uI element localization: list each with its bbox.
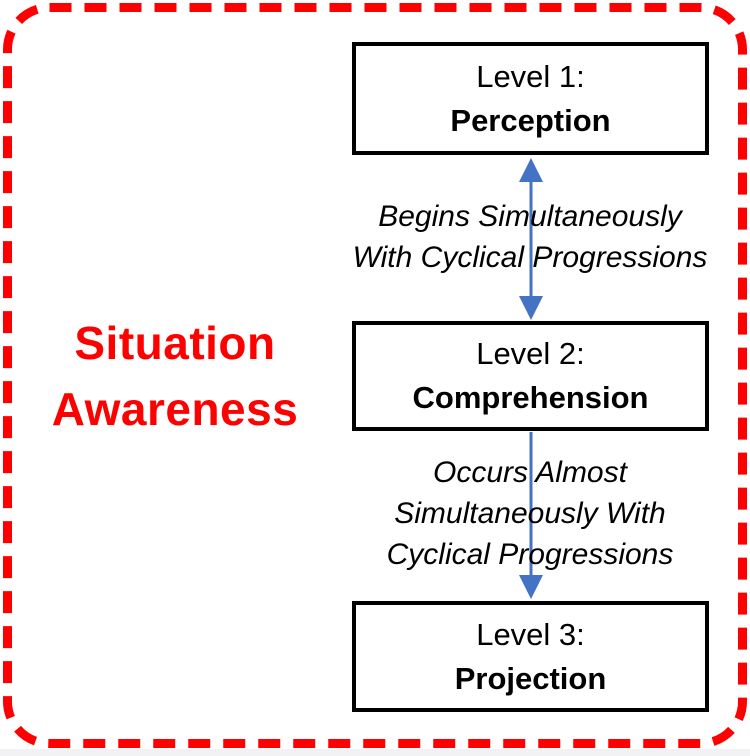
bottom-edge-strip [0, 749, 750, 756]
diagram-title-line-2: Awareness [51, 383, 299, 435]
level-2-name: Comprehension [412, 380, 649, 415]
annotation-1-line-2: With Cyclical Progressions [352, 241, 708, 274]
double-arrow-icon [519, 158, 543, 320]
level-3-name: Projection [454, 660, 607, 696]
annotation-2-line-2: Simultaneously With [394, 497, 666, 530]
level-2-label: Level 2: [476, 336, 585, 371]
level-3-box: Level 3: Projection [352, 601, 709, 712]
level-1-label: Level 1: [476, 58, 585, 94]
level-1-box: Level 1: Perception [352, 42, 709, 155]
annotation-1-line-1: Begins Simultaneously [378, 200, 682, 233]
dashed-border [3, 3, 747, 748]
down-arrow-icon [519, 432, 543, 599]
level-2-box: Level 2: Comprehension [352, 321, 709, 431]
annotation-2-line-3: Cyclical Progressions [386, 538, 674, 571]
level-1-name: Perception [450, 102, 611, 138]
annotation-2: Occurs Almost Simultaneously With Cyclic… [318, 452, 742, 575]
level-3-label: Level 3: [476, 616, 585, 652]
diagram-title: Situation Awareness [25, 310, 325, 442]
annotation-1: Begins Simultaneously With Cyclical Prog… [318, 196, 742, 278]
diagram-title-line-1: Situation [74, 317, 276, 369]
annotation-2-line-1: Occurs Almost [433, 456, 627, 489]
